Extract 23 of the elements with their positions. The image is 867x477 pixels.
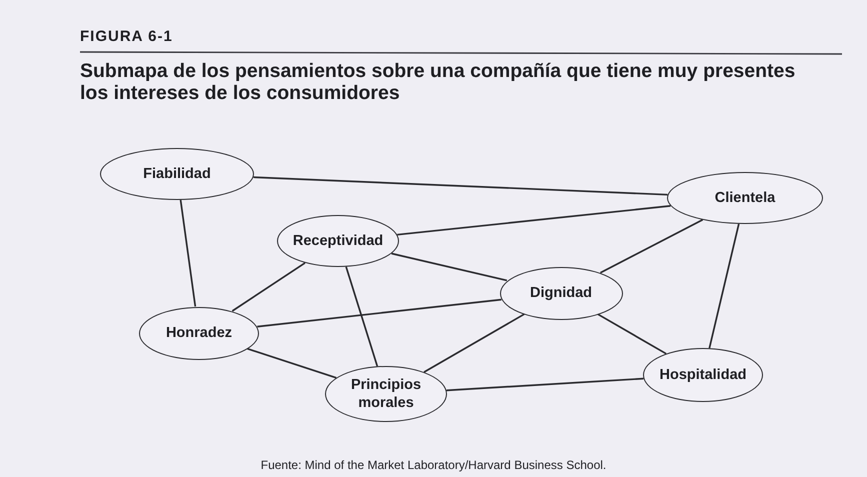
connector-line [600, 219, 704, 274]
connector-line [253, 176, 668, 196]
concept-label: Dignidad [530, 284, 592, 302]
connector-line [391, 252, 508, 282]
source-caption: Fuente: Mind of the Market Laboratory/Harvard Business School. [260, 458, 608, 472]
connector-line [247, 348, 337, 379]
concept-label: Hospitalidad [659, 366, 746, 384]
figure-number: FIGURA 6-1 [80, 28, 173, 45]
connector-line [424, 313, 525, 373]
concept-label: Principios morales [350, 376, 422, 412]
connector-line [397, 205, 671, 236]
concept-label: Receptividad [292, 232, 384, 250]
connector-line [597, 313, 667, 354]
connector-line [257, 298, 502, 328]
connector-line [232, 262, 306, 312]
concept-label: Honradez [166, 324, 232, 342]
connector-line [708, 224, 740, 348]
diagram-title: Submapa de los pensamientos sobre una compañía que tiene muy presentes los intereses de los consumidores [80, 60, 796, 105]
connector-line [180, 200, 196, 307]
connector-line [345, 266, 378, 367]
concept-label: Fiabilidad [143, 164, 211, 184]
connector-line [446, 378, 644, 392]
concept-label: Clientela [714, 188, 776, 208]
